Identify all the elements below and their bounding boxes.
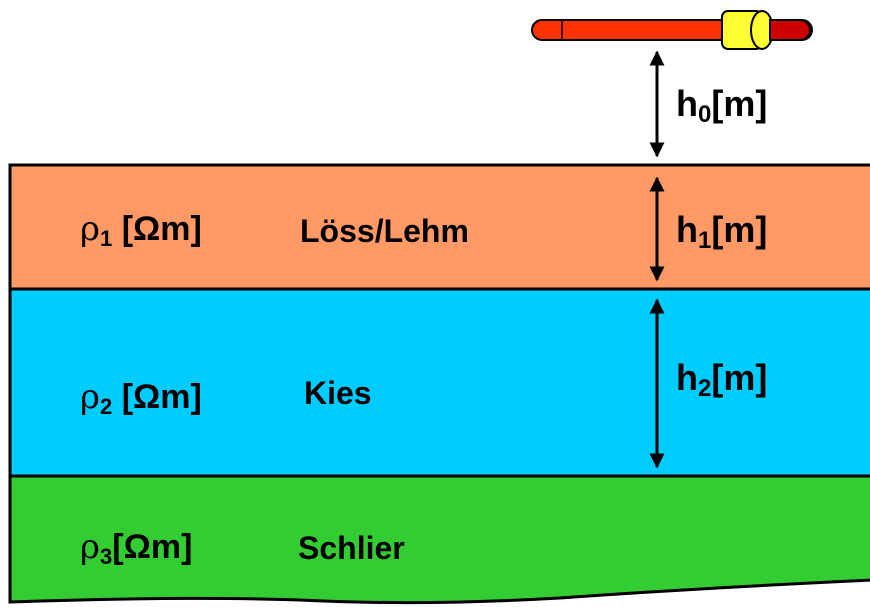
h1-label: h1[m] <box>676 209 768 254</box>
material-2-label: Kies <box>304 375 372 411</box>
rho-2-label: ρ2 [Ωm] <box>80 377 202 419</box>
rho-1-label: ρ1 [Ωm] <box>80 209 202 251</box>
layer-1-loess <box>8 163 870 291</box>
rho-3-label: ρ3[Ωm] <box>80 527 193 569</box>
probe-tip <box>769 19 811 41</box>
material-3-label: Schlier <box>298 530 405 566</box>
em-probe <box>531 10 813 50</box>
h0-label: h0[m] <box>676 83 768 128</box>
material-1-label: Löss/Lehm <box>300 213 469 249</box>
layer-3-schlier <box>8 474 870 605</box>
layer-2-kies <box>8 287 870 478</box>
h2-label: h2[m] <box>676 357 768 402</box>
